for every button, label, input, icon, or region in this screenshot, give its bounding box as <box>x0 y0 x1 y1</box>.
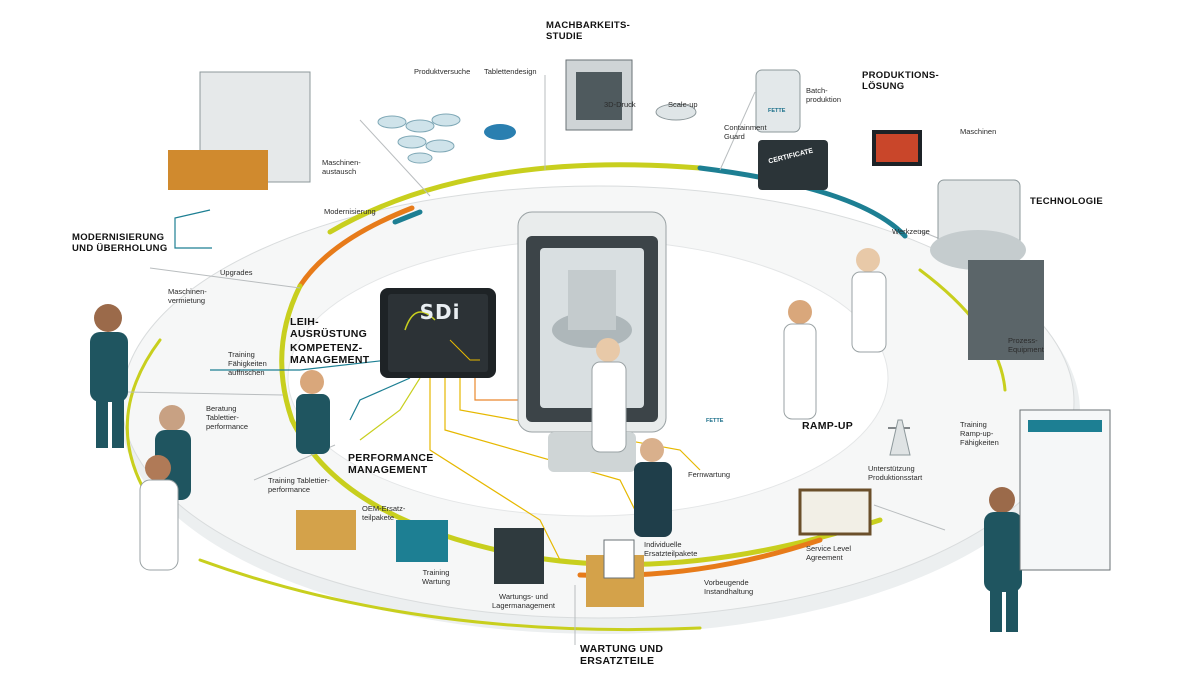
label-produktversuche: Produktversuche <box>414 67 471 76</box>
label-maschinenvermietung: Maschinen- vermietung <box>168 287 207 305</box>
header-produktion: PRODUKTIONS- LÖSUNG <box>862 70 939 92</box>
label-werkzeuge: Werkzeuge <box>892 227 930 236</box>
header-leih: LEIH- AUSRÜSTUNG <box>290 316 368 340</box>
header-machbarkeit: MACHBARKEITS- STUDIE <box>546 20 631 42</box>
header-technologie: TECHNOLOGIE <box>1030 196 1103 207</box>
sla-certificate <box>798 488 872 536</box>
rotary-press-right <box>930 179 1044 360</box>
pallet <box>168 150 268 190</box>
person-right-lab <box>851 248 887 353</box>
toolbox <box>396 520 448 562</box>
sdi-tablet <box>380 288 496 378</box>
header-performance: PERFORMANCE MANAGEMENT <box>348 452 434 476</box>
label-wartungs-lager: Wartungs- und Lagermanagement <box>492 592 555 610</box>
header-rampup: RAMP-UP <box>802 420 854 432</box>
scaleup-tablets <box>655 103 697 121</box>
service-props <box>296 409 1111 607</box>
ring-arc-top <box>327 162 703 235</box>
label-tablettendesign: Tablettendesign <box>484 67 537 76</box>
person-left-teal <box>90 304 128 448</box>
fette-mark-bottom: FETTE <box>706 418 724 424</box>
clipboard <box>603 539 635 579</box>
person-presenter <box>984 487 1022 632</box>
label-containment: Containment Guard <box>724 123 767 141</box>
label-service-level: Service Level Agreement <box>806 544 852 562</box>
label-training-rampup: Training Ramp-up- Fähigkeiten <box>960 420 999 447</box>
ring-arc-outer-left <box>125 338 162 502</box>
label-prozess: Prozess- Equipment <box>1008 336 1044 354</box>
label-training-tablettier: Training Tablettier- performance <box>268 476 330 494</box>
label-maschinen-austausch: Maschinen- austausch <box>322 158 361 176</box>
label-3d-druck: 3D-Druck <box>604 100 636 109</box>
feasibility-items <box>168 59 922 190</box>
label-fernwartung: Fernwartung <box>688 470 731 479</box>
label-vorbeugende: Vorbeugende Instandhaltung <box>704 578 754 596</box>
ring-arc-outer-bottom <box>198 558 702 632</box>
ring-arc-left-upper <box>297 205 415 289</box>
header-wartung: WARTUNG UND ERSATZTEILE <box>580 643 664 667</box>
ring-arc-left-teal <box>392 209 423 225</box>
spare-parts-box <box>296 510 356 550</box>
person-operator <box>591 338 627 453</box>
person-blonde-teal <box>296 370 330 454</box>
fette-mark-top: FETTE <box>768 108 786 114</box>
ring-arc-left-lower <box>279 283 303 423</box>
person-lab-center <box>783 300 817 420</box>
label-individuelle: Individuelle Ersatzteilpakete <box>644 540 698 558</box>
label-oem: OEM-Ersatz- teilpakete <box>362 504 406 522</box>
person-labcoat-left <box>139 455 179 571</box>
certificate-board <box>758 140 828 190</box>
label-modernisierung: Modernisierung <box>324 207 376 216</box>
people <box>90 248 1022 632</box>
person-technician <box>634 438 672 537</box>
header-kompetenz: KOMPETENZ- MANAGEMENT <box>290 342 370 366</box>
presentation-board <box>1019 409 1111 571</box>
sdi-logo: SDi <box>419 300 461 324</box>
label-beratung: Beratung Tablettier- performance <box>206 404 249 431</box>
label-batch: Batch- produktion <box>806 86 842 104</box>
label-training-wartung: Training Wartung <box>422 568 451 586</box>
tablet-model <box>484 124 516 140</box>
label-maschinen: Maschinen <box>960 127 997 136</box>
label-training-faehigkeiten: Training Fähigkeiten auffrischen <box>228 350 267 377</box>
label-unterstuetzung: Unterstützung Produktionsstart <box>868 464 923 482</box>
label-upgrades: Upgrades <box>220 268 253 277</box>
ring-arc-top-right <box>697 165 908 239</box>
storage-grid <box>494 528 544 584</box>
petri-dishes <box>377 113 461 164</box>
batch-drum <box>755 69 801 133</box>
funnel-icon <box>889 419 911 456</box>
header-modernisierung: MODERNISIERUNG UND ÜBERHOLUNG <box>72 232 168 254</box>
label-scaleup: Scale-up <box>668 100 698 109</box>
